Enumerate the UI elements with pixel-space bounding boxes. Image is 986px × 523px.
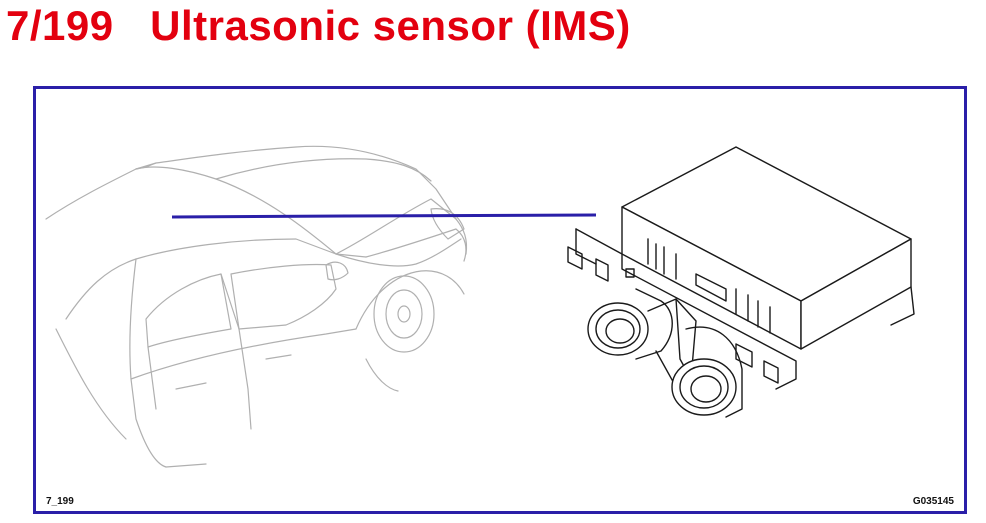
page-title: 7/199 Ultrasonic sensor (IMS) (6, 2, 631, 50)
figure-ref-right: G035145 (912, 496, 954, 507)
leader-line (171, 213, 597, 219)
title-text: Ultrasonic sensor (IMS) (150, 2, 631, 49)
sensor-module-illustration (567, 146, 915, 418)
diagram-illustration (45, 145, 915, 468)
title-code: 7/199 (6, 2, 114, 49)
figure-frame: 7_199 G035145 (33, 86, 967, 514)
figure-ref-left: 7_199 (46, 496, 74, 507)
car-illustration (45, 145, 468, 468)
